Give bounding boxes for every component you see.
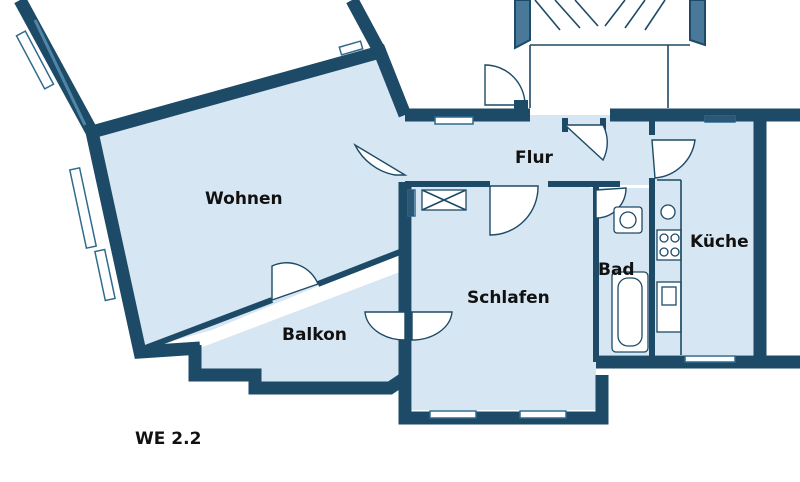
staircase (484, 0, 706, 110)
label-kueche: Küche (690, 232, 749, 252)
room-wohnen (92, 52, 405, 350)
unit-label: WE 2.2 (135, 429, 201, 449)
room-balkon (200, 270, 405, 385)
fixtures (408, 116, 735, 355)
label-schlafen: Schlafen (467, 288, 550, 308)
windows (15, 30, 736, 419)
outer-walls (14, 0, 800, 425)
label-bad: Bad (598, 260, 635, 280)
label-flur: Flur (515, 148, 554, 168)
doors (271, 124, 696, 341)
label-wohnen: Wohnen (205, 189, 283, 209)
label-balkon: Balkon (282, 325, 347, 345)
